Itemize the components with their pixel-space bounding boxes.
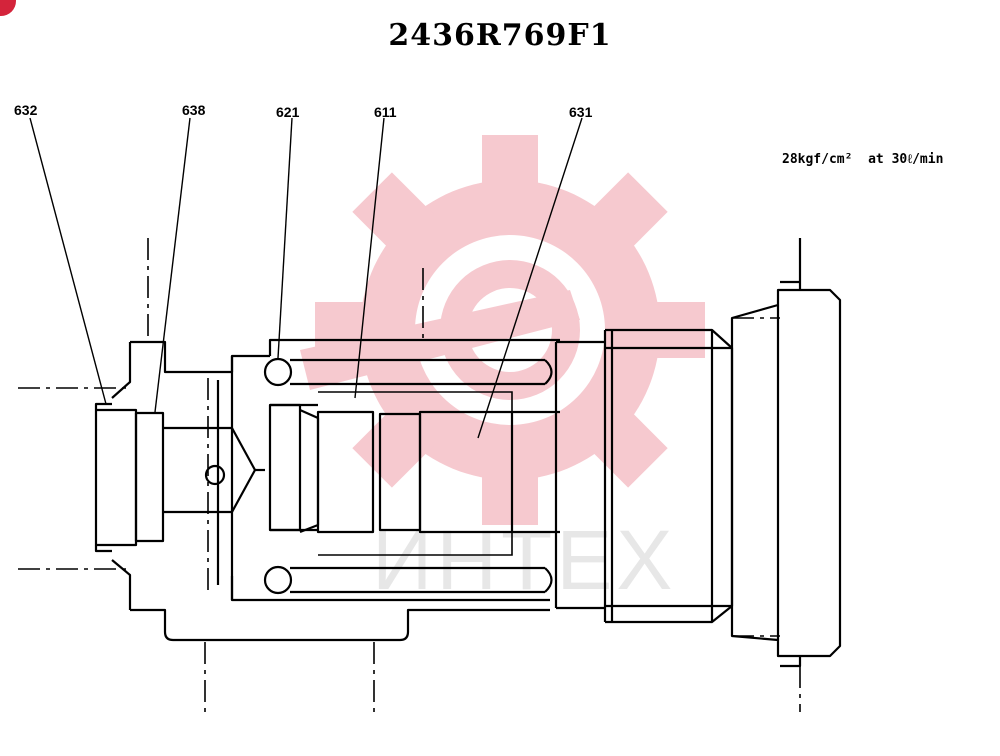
callout-label: 611 (374, 104, 397, 120)
callout-label: 621 (276, 104, 300, 120)
drawing-title: 2436R769F1 (388, 18, 612, 53)
spec-text: 28kgf/cm² at 30ℓ/min (782, 152, 944, 167)
callout-label: 631 (569, 104, 593, 120)
callout-label: 638 (182, 102, 206, 118)
callout-label: 632 (14, 102, 38, 118)
